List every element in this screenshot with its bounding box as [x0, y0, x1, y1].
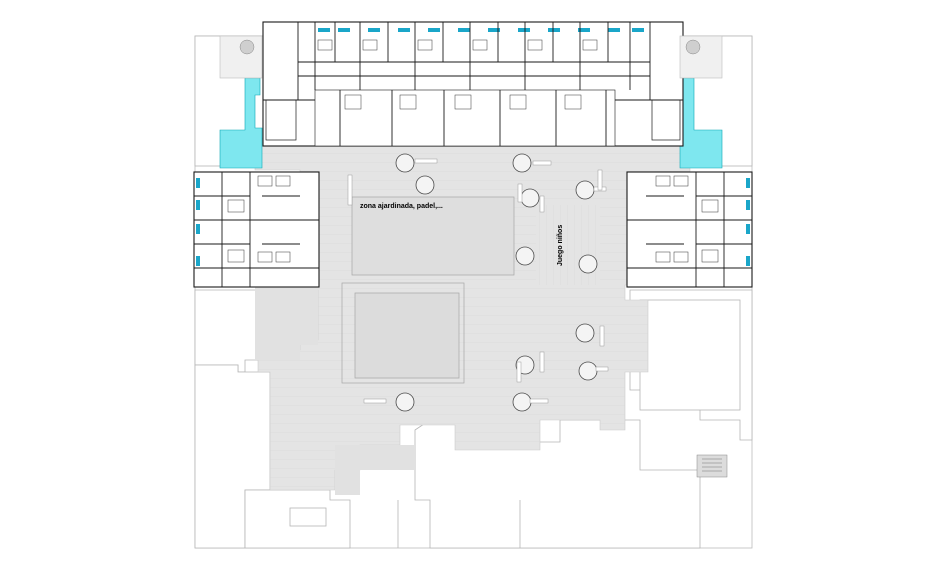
east-glazing	[746, 178, 750, 266]
north-glazing	[318, 28, 644, 32]
east-block-outline	[626, 171, 753, 288]
neighbour-buildings	[194, 35, 753, 549]
bench	[532, 160, 552, 166]
west-furniture	[227, 175, 291, 263]
tree	[395, 153, 415, 173]
neighbour-small-court	[289, 507, 327, 527]
terrace-nw	[219, 77, 263, 169]
west-block	[193, 171, 320, 288]
planter-ne	[679, 35, 723, 79]
bench	[363, 398, 387, 404]
tree	[520, 188, 540, 208]
garden-zone-label: zona ajardinada, padel,...	[360, 203, 443, 210]
bench	[599, 325, 605, 347]
bench	[347, 174, 353, 206]
tree	[575, 180, 595, 200]
bench	[516, 361, 522, 383]
tree	[415, 175, 435, 195]
east-partitions	[627, 172, 752, 287]
north-furniture	[317, 39, 598, 110]
kids-play-label: Juego niños	[557, 225, 564, 266]
bench	[595, 366, 609, 372]
west-block-outline	[193, 171, 320, 288]
planter-nw	[219, 35, 263, 79]
north-planters	[219, 35, 723, 79]
courtyard-west-apron	[255, 285, 318, 360]
north-block-courtyard-edge	[314, 89, 616, 147]
west-partitions	[194, 172, 319, 287]
shrub-nw	[239, 39, 255, 55]
garden-zone-area	[351, 196, 515, 276]
tree	[512, 392, 532, 412]
central-zones: zona ajardinada, padel,... Juego niños	[341, 196, 600, 384]
east-furniture	[655, 175, 719, 263]
east-block	[626, 171, 753, 288]
tree	[395, 392, 415, 412]
lower-pavilion-frame	[341, 282, 465, 384]
benches	[347, 158, 609, 404]
bench	[517, 183, 523, 203]
east-stair-steps	[702, 458, 722, 472]
tree	[515, 246, 535, 266]
shrub-ne	[685, 39, 701, 55]
tree	[578, 361, 598, 381]
neighbour-east-inner	[639, 299, 741, 411]
bench	[597, 169, 603, 191]
tree	[575, 323, 595, 343]
tree	[578, 254, 598, 274]
bench	[539, 195, 545, 213]
bench	[539, 351, 545, 373]
bench	[414, 158, 438, 164]
north-stair-east	[651, 99, 681, 141]
west-glazing	[196, 178, 200, 266]
lower-pavilion	[354, 292, 460, 379]
east-stair	[696, 454, 728, 478]
north-block	[262, 21, 684, 147]
north-stair-west	[265, 99, 297, 141]
tree	[512, 153, 532, 173]
courtyard-south-apron	[335, 445, 415, 495]
bench	[529, 398, 549, 404]
